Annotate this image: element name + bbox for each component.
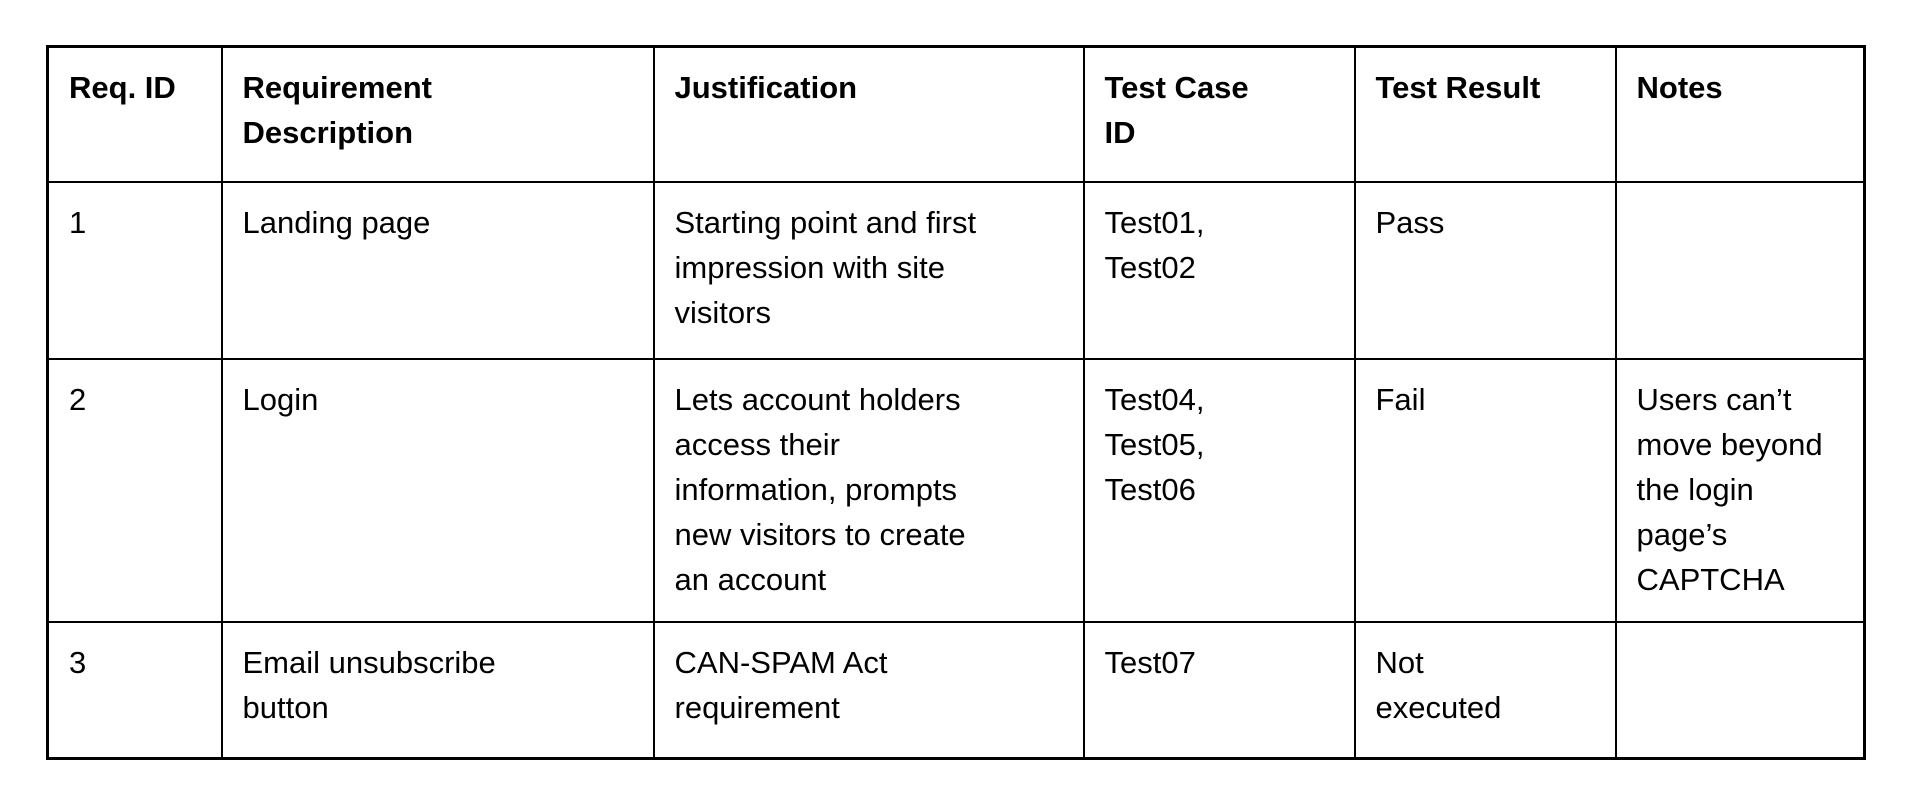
table-header-row: Req. ID Requirement Description Justific… <box>46 45 1866 183</box>
cell-r3-test-case-id: Test07 <box>1082 620 1356 760</box>
cell-r2-req-id: 2 <box>46 357 223 623</box>
cell-r2-test-result: Fail <box>1353 357 1617 623</box>
cell-r1-justification: Starting point and first impression with… <box>652 180 1085 360</box>
cell-r1-test-result: Pass <box>1353 180 1617 360</box>
header-req-id: Req. ID <box>46 45 223 183</box>
header-requirement-description: Requirement Description <box>220 45 655 183</box>
header-notes: Notes <box>1614 45 1866 183</box>
header-test-case-id: Test Case ID <box>1082 45 1356 183</box>
cell-r2-description: Login <box>220 357 655 623</box>
cell-r3-justification: CAN-SPAM Act requirement <box>652 620 1085 760</box>
header-test-result: Test Result <box>1353 45 1617 183</box>
cell-r1-req-id: 1 <box>46 180 223 360</box>
header-justification: Justification <box>652 45 1085 183</box>
table-row: 1 Landing page Starting point and first … <box>46 180 1866 360</box>
table-row: 3 Email unsubscribe button CAN-SPAM Act … <box>46 620 1866 760</box>
cell-r3-test-result: Not executed <box>1353 620 1617 760</box>
cell-r2-justification: Lets account holders access their inform… <box>652 357 1085 623</box>
cell-r3-notes <box>1614 620 1866 760</box>
cell-r1-description: Landing page <box>220 180 655 360</box>
cell-r2-notes: Users can’t move beyond the login page’s… <box>1614 357 1866 623</box>
cell-r2-test-case-id: Test04, Test05, Test06 <box>1082 357 1356 623</box>
cell-r3-description: Email unsubscribe button <box>220 620 655 760</box>
cell-r1-test-case-id: Test01, Test02 <box>1082 180 1356 360</box>
requirements-traceability-table: Req. ID Requirement Description Justific… <box>46 45 1866 760</box>
table-row: 2 Login Lets account holders access thei… <box>46 357 1866 623</box>
cell-r3-req-id: 3 <box>46 620 223 760</box>
cell-r1-notes <box>1614 180 1866 360</box>
